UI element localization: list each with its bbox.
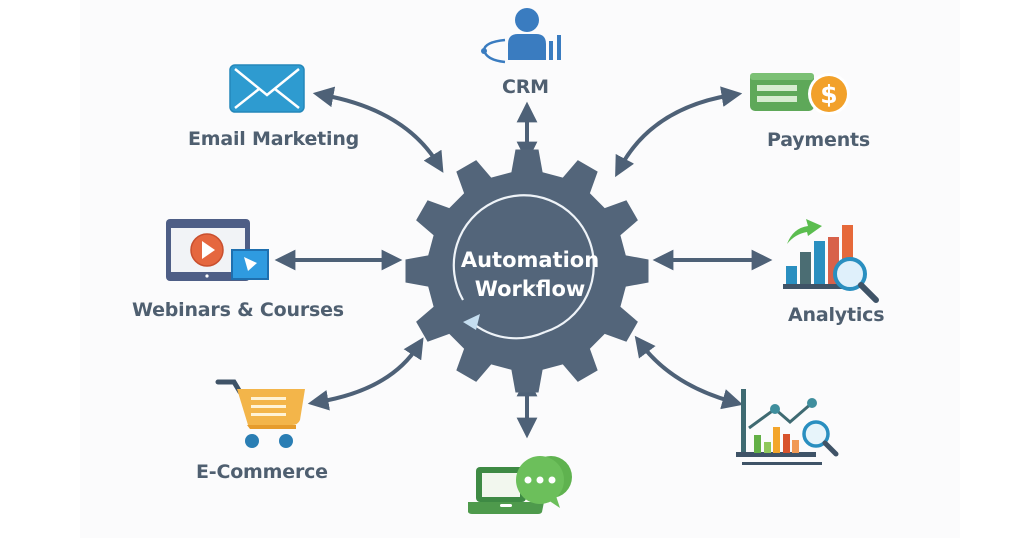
laptop-chat-icon [468,456,572,514]
connector-arrows [274,86,773,439]
line-chart-magnifier-icon [736,389,839,465]
cycle-arc-icon [452,194,595,334]
arrow-payments [615,86,743,178]
gear-icon [405,149,649,393]
svg-text:$: $ [820,80,837,109]
node-label-e-commerce: E-Commerce [196,461,328,483]
center-label-line1: Automation [460,248,600,272]
arrow-email [312,86,444,173]
node-label-payments: Payments [767,129,871,151]
center-label: Automation Workflow [430,246,630,304]
video-play-icon [166,219,269,281]
shopping-cart-icon [215,379,305,448]
node-label-analytics: Analytics [788,304,885,326]
cycle-arrowhead-icon [463,314,480,330]
bar-chart-magnifier-icon [783,219,879,303]
payment-card-dollar-icon: $ [750,73,850,115]
arrow-reporting [634,335,744,410]
node-label-email-marketing: Email Marketing [188,128,360,150]
node-label-crm: CRM [502,76,549,98]
node-label-webinars-courses: Webinars & Courses [132,299,344,321]
envelope-icon [229,64,305,113]
arrow-ecommerce [307,337,424,411]
crm-user-icon [481,8,561,64]
center-label-line2: Workflow [474,277,586,301]
